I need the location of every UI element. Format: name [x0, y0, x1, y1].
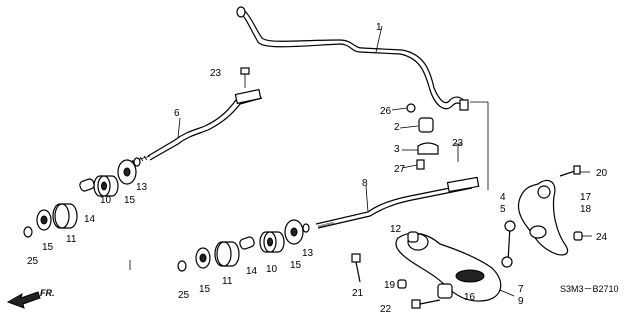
callout-21: 21: [352, 288, 364, 299]
callout-23-top: 23: [210, 68, 222, 79]
callout-15-lower-b: 15: [199, 284, 211, 295]
callout-labels: 1 23 6 26 2 23 3 27 10 15 13 14 11 15 25…: [27, 22, 608, 315]
callout-24: 24: [596, 232, 608, 243]
radius-rod-lower: [315, 176, 480, 229]
callout-14-lower: 14: [246, 266, 258, 277]
callout-15-lower: 15: [290, 260, 302, 271]
callout-10-upper: 10: [100, 195, 112, 206]
front-direction-indicator: FR.: [6, 288, 55, 309]
callout-19: 19: [384, 280, 396, 291]
callout-27: 27: [394, 164, 406, 175]
lower-arm: [395, 231, 502, 302]
callout-13-lower: 13: [302, 248, 314, 259]
callout-9: 9: [518, 296, 524, 307]
callout-25-upper: 25: [27, 256, 39, 267]
knuckle: [517, 179, 569, 256]
callout-16: 16: [464, 292, 476, 303]
bushing-stack-upper: [23, 157, 141, 238]
stabilizer-bar: [236, 6, 469, 111]
callout-11-lower: 11: [222, 276, 233, 287]
stabilizer-mounts: [240, 67, 462, 170]
callout-15-upper: 15: [124, 195, 136, 206]
bushing-stack-lower: [177, 219, 310, 272]
callout-18: 18: [580, 204, 592, 215]
radius-rod-upper: [129, 88, 263, 165]
callout-7: 7: [518, 284, 524, 295]
callout-15-upper-b: 15: [42, 242, 54, 253]
callout-8: 8: [362, 178, 368, 189]
diagram-code: S3M3－B2710: [560, 284, 619, 294]
callout-17: 17: [580, 192, 592, 203]
callout-6: 6: [174, 108, 180, 119]
arrow-front-icon: [6, 291, 41, 309]
callout-23-mid: 23: [452, 138, 464, 149]
callout-12: 12: [390, 224, 402, 235]
callout-14-upper: 14: [84, 214, 96, 225]
bolts: [351, 165, 583, 309]
callout-20: 20: [596, 168, 608, 179]
stabilizer-link: [501, 220, 516, 268]
callout-10-lower: 10: [266, 264, 278, 275]
direction-label: FR.: [40, 288, 55, 298]
callout-1: 1: [376, 22, 382, 33]
callout-11-upper: 11: [66, 234, 77, 245]
callout-26: 26: [380, 106, 392, 117]
leader-lines: [129, 25, 592, 297]
callout-25-lower: 25: [178, 290, 190, 301]
callout-13-upper: 13: [136, 182, 148, 193]
callout-5: 5: [500, 204, 506, 215]
callout-4: 4: [500, 192, 506, 203]
callout-3: 3: [394, 144, 400, 155]
callout-22: 22: [380, 304, 392, 315]
callout-2: 2: [394, 122, 400, 133]
